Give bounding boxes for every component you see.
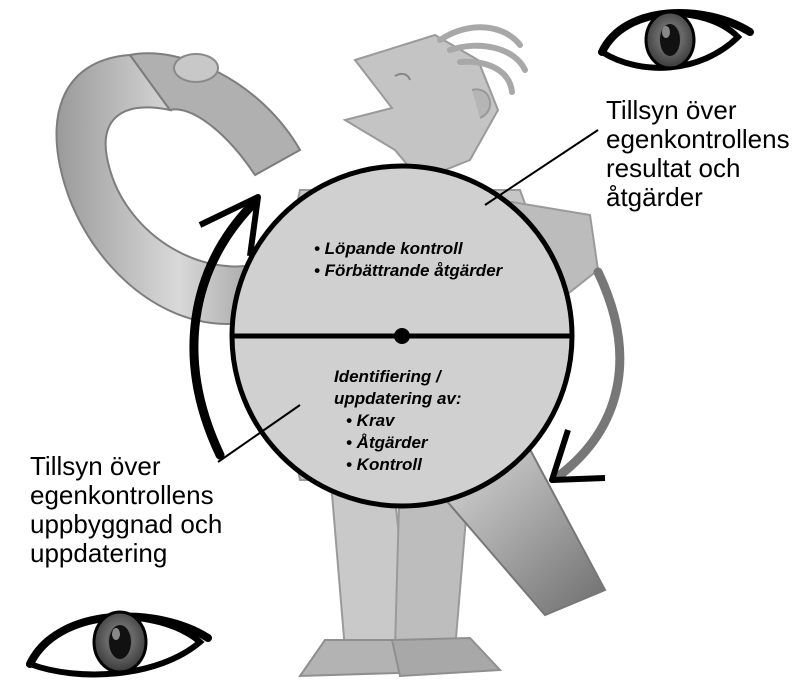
list-item: • Åtgärder [346,432,428,454]
lower-half-list: • Krav • Åtgärder • Kontroll [346,410,428,476]
eye-icon [30,612,208,674]
caption-line: egenkontrollens [30,481,222,510]
list-item: • Förbättrande åtgärder [314,260,502,282]
list-item: • Kontroll [346,454,428,476]
caption-line: Tillsyn över [30,452,222,481]
caption-line: egenkontrollens [606,125,790,154]
caption-line: resultat och [606,154,790,183]
caption-results-supervision: Tillsyn över egenkontrollens resultat oc… [606,96,790,212]
caption-line: Tillsyn över [606,96,790,125]
upper-half-list: • Löpande kontroll • Förbättrande åtgärd… [314,238,502,282]
pointer-line-right [485,130,598,205]
eye-icon [602,12,750,68]
lower-half-title: Identifiering / uppdatering av: [334,366,462,410]
caption-line: uppbyggnad och [30,510,222,539]
list-item: • Löpande kontroll [314,238,502,260]
caption-line: åtgärder [606,183,790,212]
list-item: • Krav [346,410,428,432]
lower-title-line: uppdatering av: [334,388,462,410]
caption-structure-supervision: Tillsyn över egenkontrollens uppbyggnad … [30,452,222,568]
caption-line: uppdatering [30,539,222,568]
lower-title-line: Identifiering / [334,366,462,388]
